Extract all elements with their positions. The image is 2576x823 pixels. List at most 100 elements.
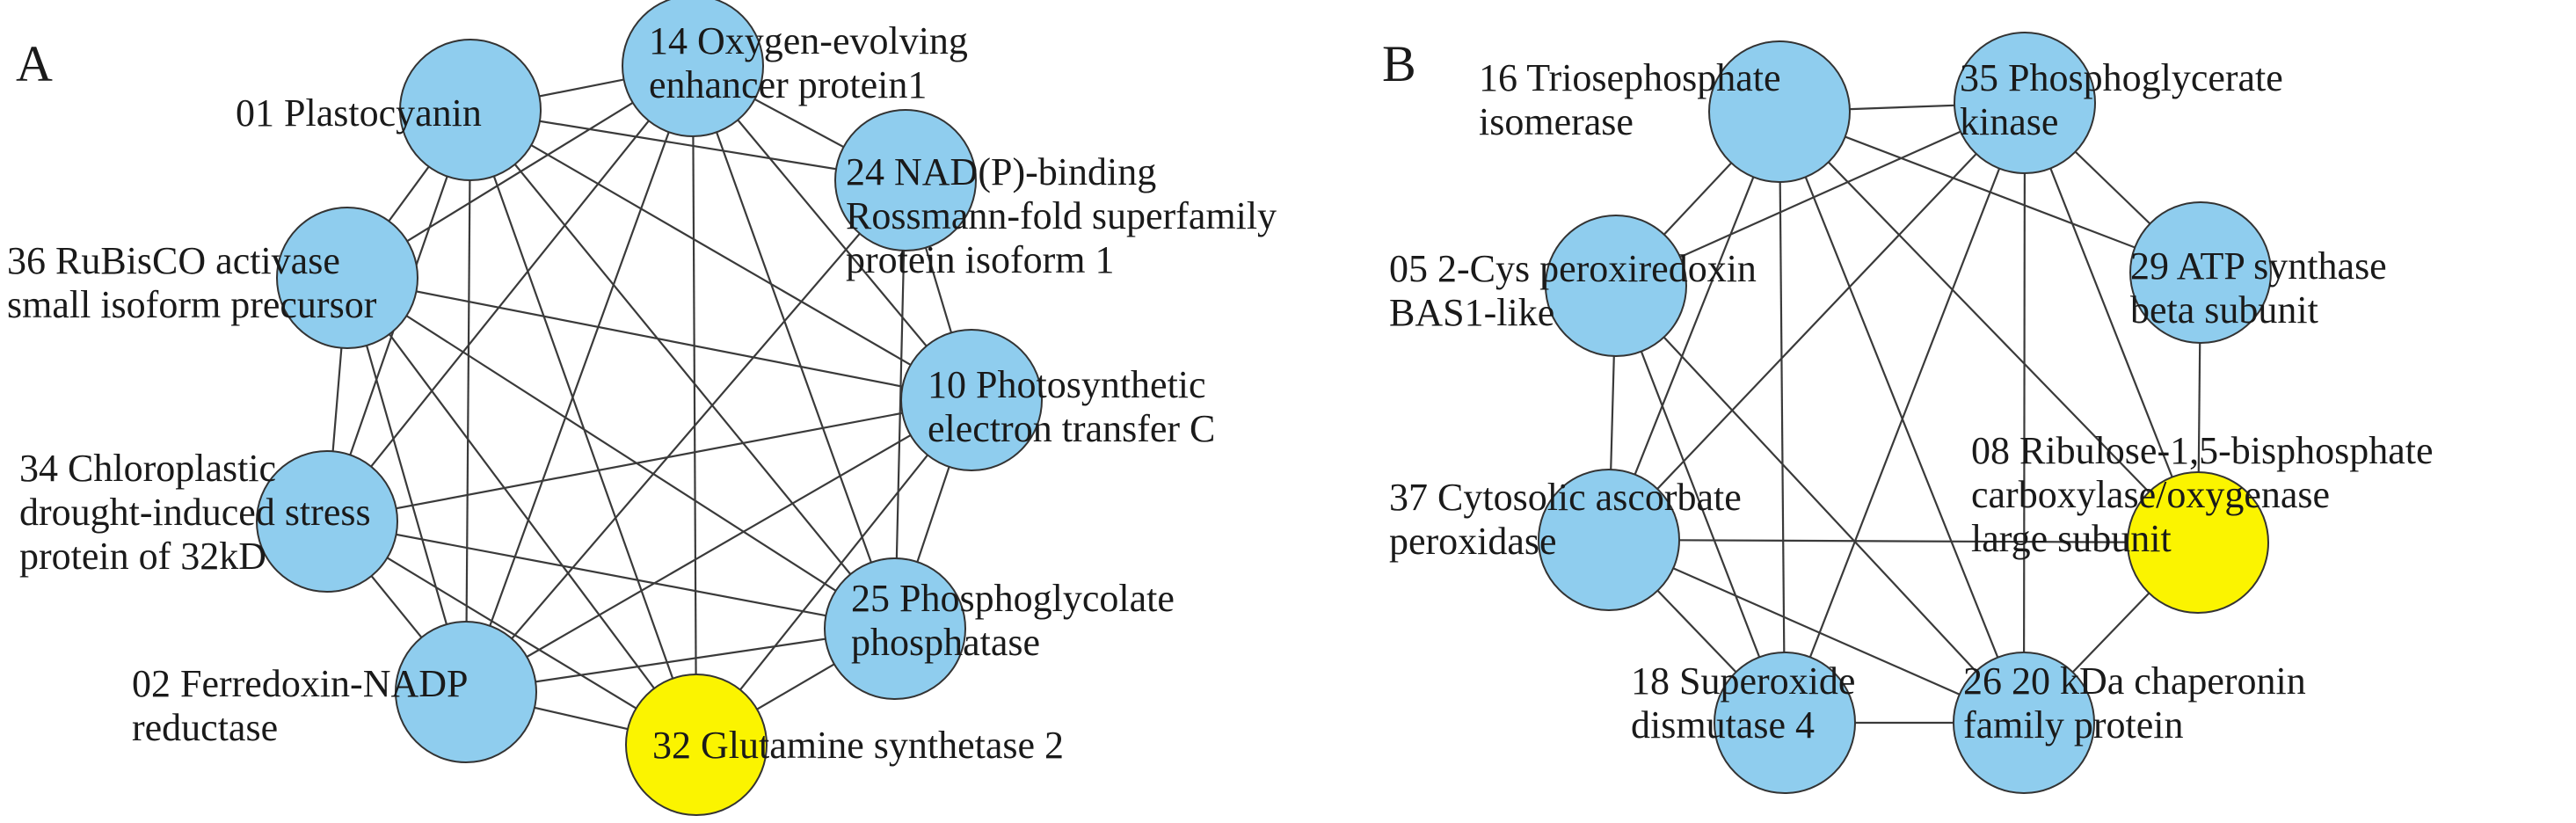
panel-a-node-25-label-line: 25 Phosphoglycolate — [851, 577, 1175, 620]
panel-a-node-25-label-line: phosphatase — [851, 621, 1040, 664]
panel-b-edge-35-05 — [1615, 101, 2026, 288]
panel-a-edge-01-10 — [469, 109, 972, 401]
panel-a-edge-10-32 — [695, 399, 972, 746]
panel-a-node-36 — [276, 207, 418, 349]
panel-a-node-25 — [824, 557, 966, 700]
panel-b-node-05 — [1545, 215, 1687, 357]
panel-a-edge-34-32 — [326, 521, 697, 746]
panel-a-edge-36-10 — [346, 276, 972, 402]
panel-b-node-08-label-line: large subunit — [1971, 517, 2172, 560]
panel-a-node-01-label-line: 01 Plastocyanin — [236, 91, 482, 135]
panel-a-node-34 — [256, 450, 398, 593]
panel-a-edge-14-34 — [326, 65, 694, 522]
panel-a-node-34-label-line: protein of 32kD — [19, 535, 266, 578]
panel-a-node-24-label-line: protein isoform 1 — [846, 238, 1115, 281]
panel-a-node-14-label-line: 14 Oxygen-evolving — [649, 19, 968, 62]
panel-a-node-14 — [622, 0, 764, 137]
panel-b-edge-35-18 — [1783, 102, 2027, 724]
panel-b-node-37-label-line: peroxidase — [1389, 520, 1557, 563]
panel-a-edges — [325, 64, 973, 747]
panel-a-edge-10-34 — [326, 398, 972, 523]
panel-a-node-01 — [399, 39, 542, 181]
panel-b-node-26-label-line: family protein — [1963, 703, 2184, 747]
panel-a-node-10 — [900, 329, 1043, 471]
panel-b-edge-05-26 — [1615, 285, 2025, 724]
panel-b-node-16-label-line: isomerase — [1479, 100, 1634, 143]
panel-a-node-32-label: 32 Glutamine synthetase 2 — [652, 724, 1064, 767]
panel-a-nodes — [256, 0, 1043, 816]
panel-b-node-08-label-line: carboxylase/oxygenase — [1971, 473, 2330, 516]
panel-b-node-35-label-line: kinase — [1960, 100, 2058, 143]
panel-a-node-14-label-line: enhancer protein1 — [649, 63, 927, 106]
panel-a-edge-01-02 — [464, 109, 472, 693]
panel-a-node-01-label: 01 Plastocyanin — [236, 91, 482, 135]
panel-b-node-08-label-line: 08 Ribulose-1,5-bisphosphate — [1971, 429, 2434, 472]
panel-a-edge-14-02 — [464, 65, 695, 693]
panel-a-edge-36-02 — [346, 277, 468, 693]
panel-a-node-24-label-line: 24 NAD(P)-binding — [846, 150, 1156, 193]
panel-a-edge-24-02 — [465, 179, 906, 693]
panel-b-node-18-label-line: dismutase 4 — [1631, 703, 1815, 747]
panel-b-nodes — [1538, 32, 2272, 794]
panel-a-node-02-label-line: 02 Ferredoxin-NADP — [132, 662, 469, 705]
panel-b-node-37-label-line: 37 Cytosolic ascorbate — [1389, 476, 1742, 519]
panel-a-edge-14-10 — [692, 65, 972, 401]
panel-a-edge-01-32 — [469, 109, 698, 746]
panel-a-edge-14-25 — [691, 65, 897, 630]
panel-a-node-34-label-line: 34 Chloroplastic — [19, 447, 276, 490]
panel-b-node-26-label-line: 26 20 kDa chaperonin — [1963, 659, 2306, 703]
panel-b-node-29-label-line: beta subunit — [2130, 288, 2318, 331]
panel-b-edge-37-26 — [1608, 538, 2025, 725]
panel-b-node-16 — [1708, 40, 1851, 183]
panel-b-edge-16-37 — [1607, 111, 1781, 541]
panel-a-node-32 — [625, 674, 768, 816]
panel-a-edge-10-02 — [465, 399, 972, 693]
panel-b-node-05-label-line: BAS1-like — [1389, 291, 1554, 334]
panel-b-node-18 — [1714, 652, 1856, 794]
panel-a-node-24 — [834, 109, 977, 251]
panel-b-edge-37-08 — [1608, 538, 2199, 544]
panel-b-edge-35-26 — [2022, 102, 2027, 724]
panel-a-node-24-label-line: Rossmann-fold superfamily — [846, 194, 1277, 237]
panel-b-edge-16-18 — [1778, 111, 1786, 724]
panel-b-edges — [1607, 101, 2202, 725]
panel-b-node-16-label-line: 16 Triosephosphate — [1479, 56, 1780, 99]
panel-a-node-02 — [395, 621, 537, 763]
panel-b-edge-16-26 — [1778, 111, 2026, 724]
panel-b-node-35-label-line: 35 Phosphoglycerate — [1960, 56, 2283, 99]
panel-b-edge-05-18 — [1614, 285, 1786, 724]
panel-b-edge-16-08 — [1779, 111, 2199, 543]
panel-b-edge-35-08 — [2023, 102, 2200, 543]
panel-b-node-05-label-line: 05 2-Cys peroxiredoxin — [1389, 247, 1757, 290]
panel-b-node-26 — [1953, 652, 2095, 794]
panel-b-node-18-label-line: 18 Superoxide — [1631, 659, 1855, 703]
panel-a-edge-01-24 — [469, 108, 906, 182]
panel-a-edge-14-32 — [691, 65, 698, 746]
panel-b-node-37 — [1538, 469, 1680, 611]
panel-b-node-29-label-line: 29 ATP synthase — [2130, 244, 2387, 288]
panel-a-node-36-label-line: small isoform precursor — [7, 283, 377, 326]
panel-a-node-34-label-line: drought-induced stress — [19, 491, 371, 534]
panel-a-node-10-label-line: electron transfer C — [928, 407, 1215, 450]
panel-a-edge-34-25 — [326, 520, 896, 630]
panel-b-node-08 — [2127, 471, 2269, 614]
panel-a-node-32-label-line: 32 Glutamine synthetase 2 — [652, 724, 1064, 767]
